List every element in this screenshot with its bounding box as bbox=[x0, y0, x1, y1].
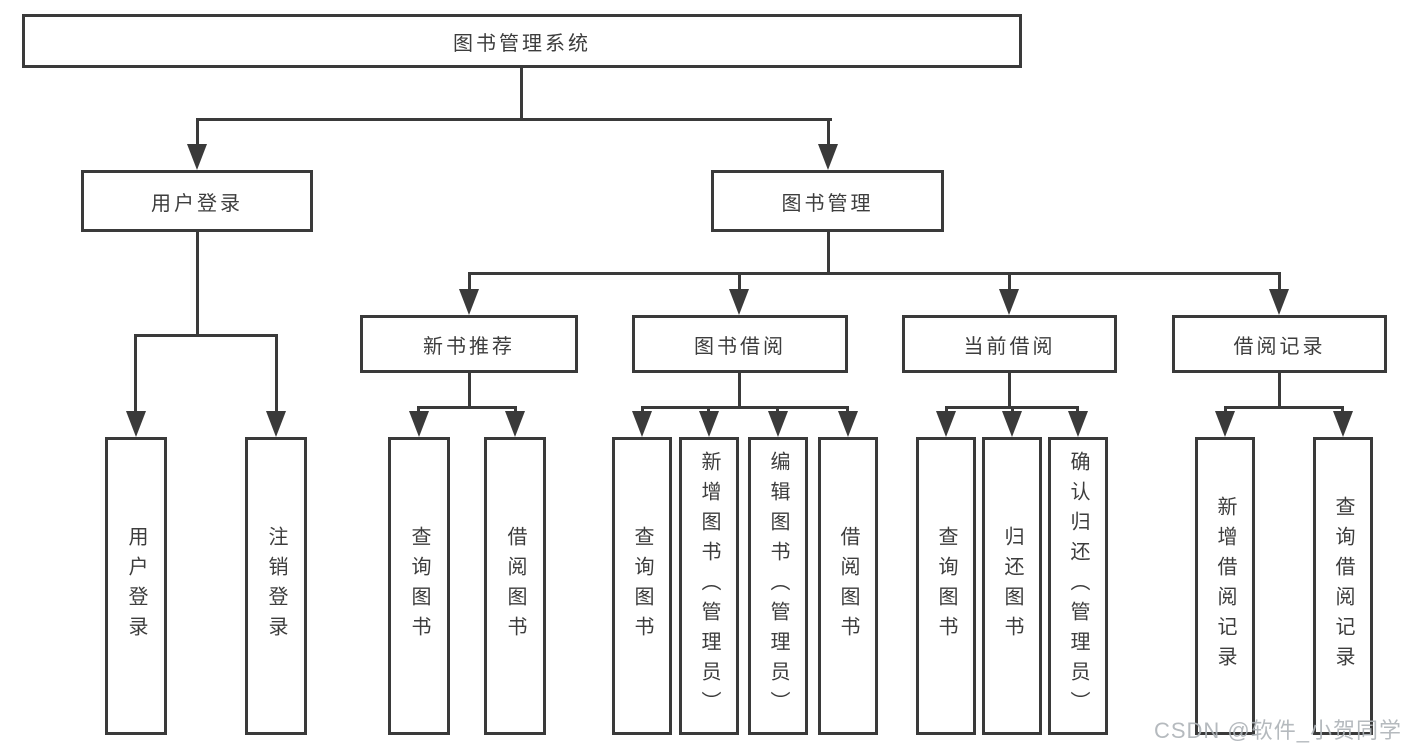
arrow-down-icon bbox=[459, 289, 479, 315]
arrow-down-icon bbox=[1333, 411, 1353, 437]
arrow-down-icon bbox=[768, 411, 788, 437]
connector-line bbox=[738, 373, 741, 409]
connector-line bbox=[846, 406, 849, 415]
node-book-management: 图书管理 bbox=[711, 170, 944, 232]
leaf-records-query-record: 查询借阅记录 bbox=[1313, 437, 1373, 735]
connector-line bbox=[134, 334, 278, 337]
connector-line bbox=[468, 373, 471, 409]
arrow-down-icon bbox=[126, 411, 146, 437]
arrow-down-icon bbox=[266, 411, 286, 437]
connector-line bbox=[827, 118, 830, 148]
node-book-borrowing: 图书借阅 bbox=[632, 315, 848, 373]
connector-line bbox=[275, 334, 278, 413]
connector-line bbox=[738, 272, 741, 292]
leaf-records-query-record-label: 查询借阅记录 bbox=[1332, 496, 1354, 676]
leaf-current-confirm-return-admin-label: 确认归还（管理员） bbox=[1067, 451, 1089, 721]
connector-line bbox=[1278, 272, 1281, 292]
arrow-down-icon bbox=[409, 411, 429, 437]
leaf-current-confirm-return-admin: 确认归还（管理员） bbox=[1048, 437, 1108, 735]
leaf-recommend-borrow-book: 借阅图书 bbox=[484, 437, 546, 735]
leaf-records-add-record-label: 新增借阅记录 bbox=[1214, 496, 1236, 676]
connector-line bbox=[196, 232, 199, 337]
connector-line bbox=[641, 406, 848, 409]
leaf-current-return-book: 归还图书 bbox=[982, 437, 1042, 735]
connector-line bbox=[134, 334, 137, 413]
connector-line bbox=[1224, 406, 1344, 409]
arrow-down-icon bbox=[1002, 411, 1022, 437]
leaf-borrowing-borrow-book: 借阅图书 bbox=[818, 437, 878, 735]
arrow-down-icon bbox=[838, 411, 858, 437]
connector-line bbox=[417, 406, 420, 415]
leaf-borrowing-edit-book-admin: 编辑图书（管理员） bbox=[748, 437, 808, 735]
arrow-down-icon bbox=[699, 411, 719, 437]
node-new-book-recommend-label: 新书推荐 bbox=[423, 335, 515, 358]
connector-line bbox=[196, 118, 832, 121]
node-root: 图书管理系统 bbox=[22, 14, 1022, 68]
arrow-down-icon bbox=[505, 411, 525, 437]
leaf-borrowing-query-book-label: 查询图书 bbox=[631, 526, 653, 646]
node-root-label: 图书管理系统 bbox=[453, 32, 591, 55]
connector-line bbox=[641, 406, 644, 415]
leaf-recommend-query-book: 查询图书 bbox=[388, 437, 450, 735]
node-borrowing-records: 借阅记录 bbox=[1172, 315, 1387, 373]
arrow-down-icon bbox=[1068, 411, 1088, 437]
connector-line bbox=[1011, 406, 1014, 415]
arrow-down-icon bbox=[818, 144, 838, 170]
arrow-down-icon bbox=[187, 144, 207, 170]
connector-line bbox=[1008, 373, 1011, 409]
leaf-current-query-book: 查询图书 bbox=[916, 437, 976, 735]
connector-line bbox=[417, 406, 517, 409]
connector-line bbox=[468, 272, 1281, 275]
leaf-borrowing-edit-book-admin-label: 编辑图书（管理员） bbox=[767, 451, 789, 721]
arrow-down-icon bbox=[999, 289, 1019, 315]
csdn-watermark: CSDN @软件_小贺同学 bbox=[1153, 718, 1402, 743]
arrow-down-icon bbox=[729, 289, 749, 315]
connector-line bbox=[520, 68, 523, 121]
connector-line bbox=[827, 232, 830, 275]
leaf-borrowing-add-book-admin-label: 新增图书（管理员） bbox=[698, 451, 720, 721]
connector-line bbox=[776, 406, 779, 415]
node-user-login-label: 用户登录 bbox=[151, 192, 243, 215]
connector-line bbox=[514, 406, 517, 415]
leaf-logout-label: 注销登录 bbox=[265, 526, 287, 646]
connector-line bbox=[468, 272, 471, 292]
connector-line bbox=[1224, 406, 1227, 415]
connector-line bbox=[1341, 406, 1344, 415]
leaf-borrowing-query-book: 查询图书 bbox=[612, 437, 672, 735]
connector-line bbox=[945, 406, 948, 415]
leaf-user-login-label: 用户登录 bbox=[125, 526, 147, 646]
leaf-current-return-book-label: 归还图书 bbox=[1001, 526, 1023, 646]
node-book-management-label: 图书管理 bbox=[781, 192, 874, 215]
arrow-down-icon bbox=[936, 411, 956, 437]
node-user-login: 用户登录 bbox=[81, 170, 313, 232]
leaf-recommend-query-book-label: 查询图书 bbox=[408, 526, 430, 646]
leaf-recommend-borrow-book-label: 借阅图书 bbox=[504, 526, 526, 646]
leaf-user-login: 用户登录 bbox=[105, 437, 167, 735]
leaf-logout: 注销登录 bbox=[245, 437, 307, 735]
arrow-down-icon bbox=[1215, 411, 1235, 437]
leaf-borrowing-add-book-admin: 新增图书（管理员） bbox=[679, 437, 739, 735]
node-borrowing-records-label: 借阅记录 bbox=[1233, 335, 1326, 358]
leaf-records-add-record: 新增借阅记录 bbox=[1195, 437, 1255, 735]
arrow-down-icon bbox=[1269, 289, 1289, 315]
connector-line bbox=[1278, 373, 1281, 409]
leaf-borrowing-borrow-book-label: 借阅图书 bbox=[837, 526, 859, 646]
node-new-book-recommend: 新书推荐 bbox=[360, 315, 578, 373]
arrow-down-icon bbox=[632, 411, 652, 437]
leaf-current-query-book-label: 查询图书 bbox=[935, 526, 957, 646]
connector-line bbox=[1076, 406, 1079, 415]
connector-line bbox=[196, 118, 199, 148]
node-current-borrowing: 当前借阅 bbox=[902, 315, 1117, 373]
connector-line bbox=[1008, 272, 1011, 292]
node-book-borrowing-label: 图书借阅 bbox=[694, 335, 786, 358]
node-current-borrowing-label: 当前借阅 bbox=[963, 335, 1056, 358]
connector-line bbox=[707, 406, 710, 415]
